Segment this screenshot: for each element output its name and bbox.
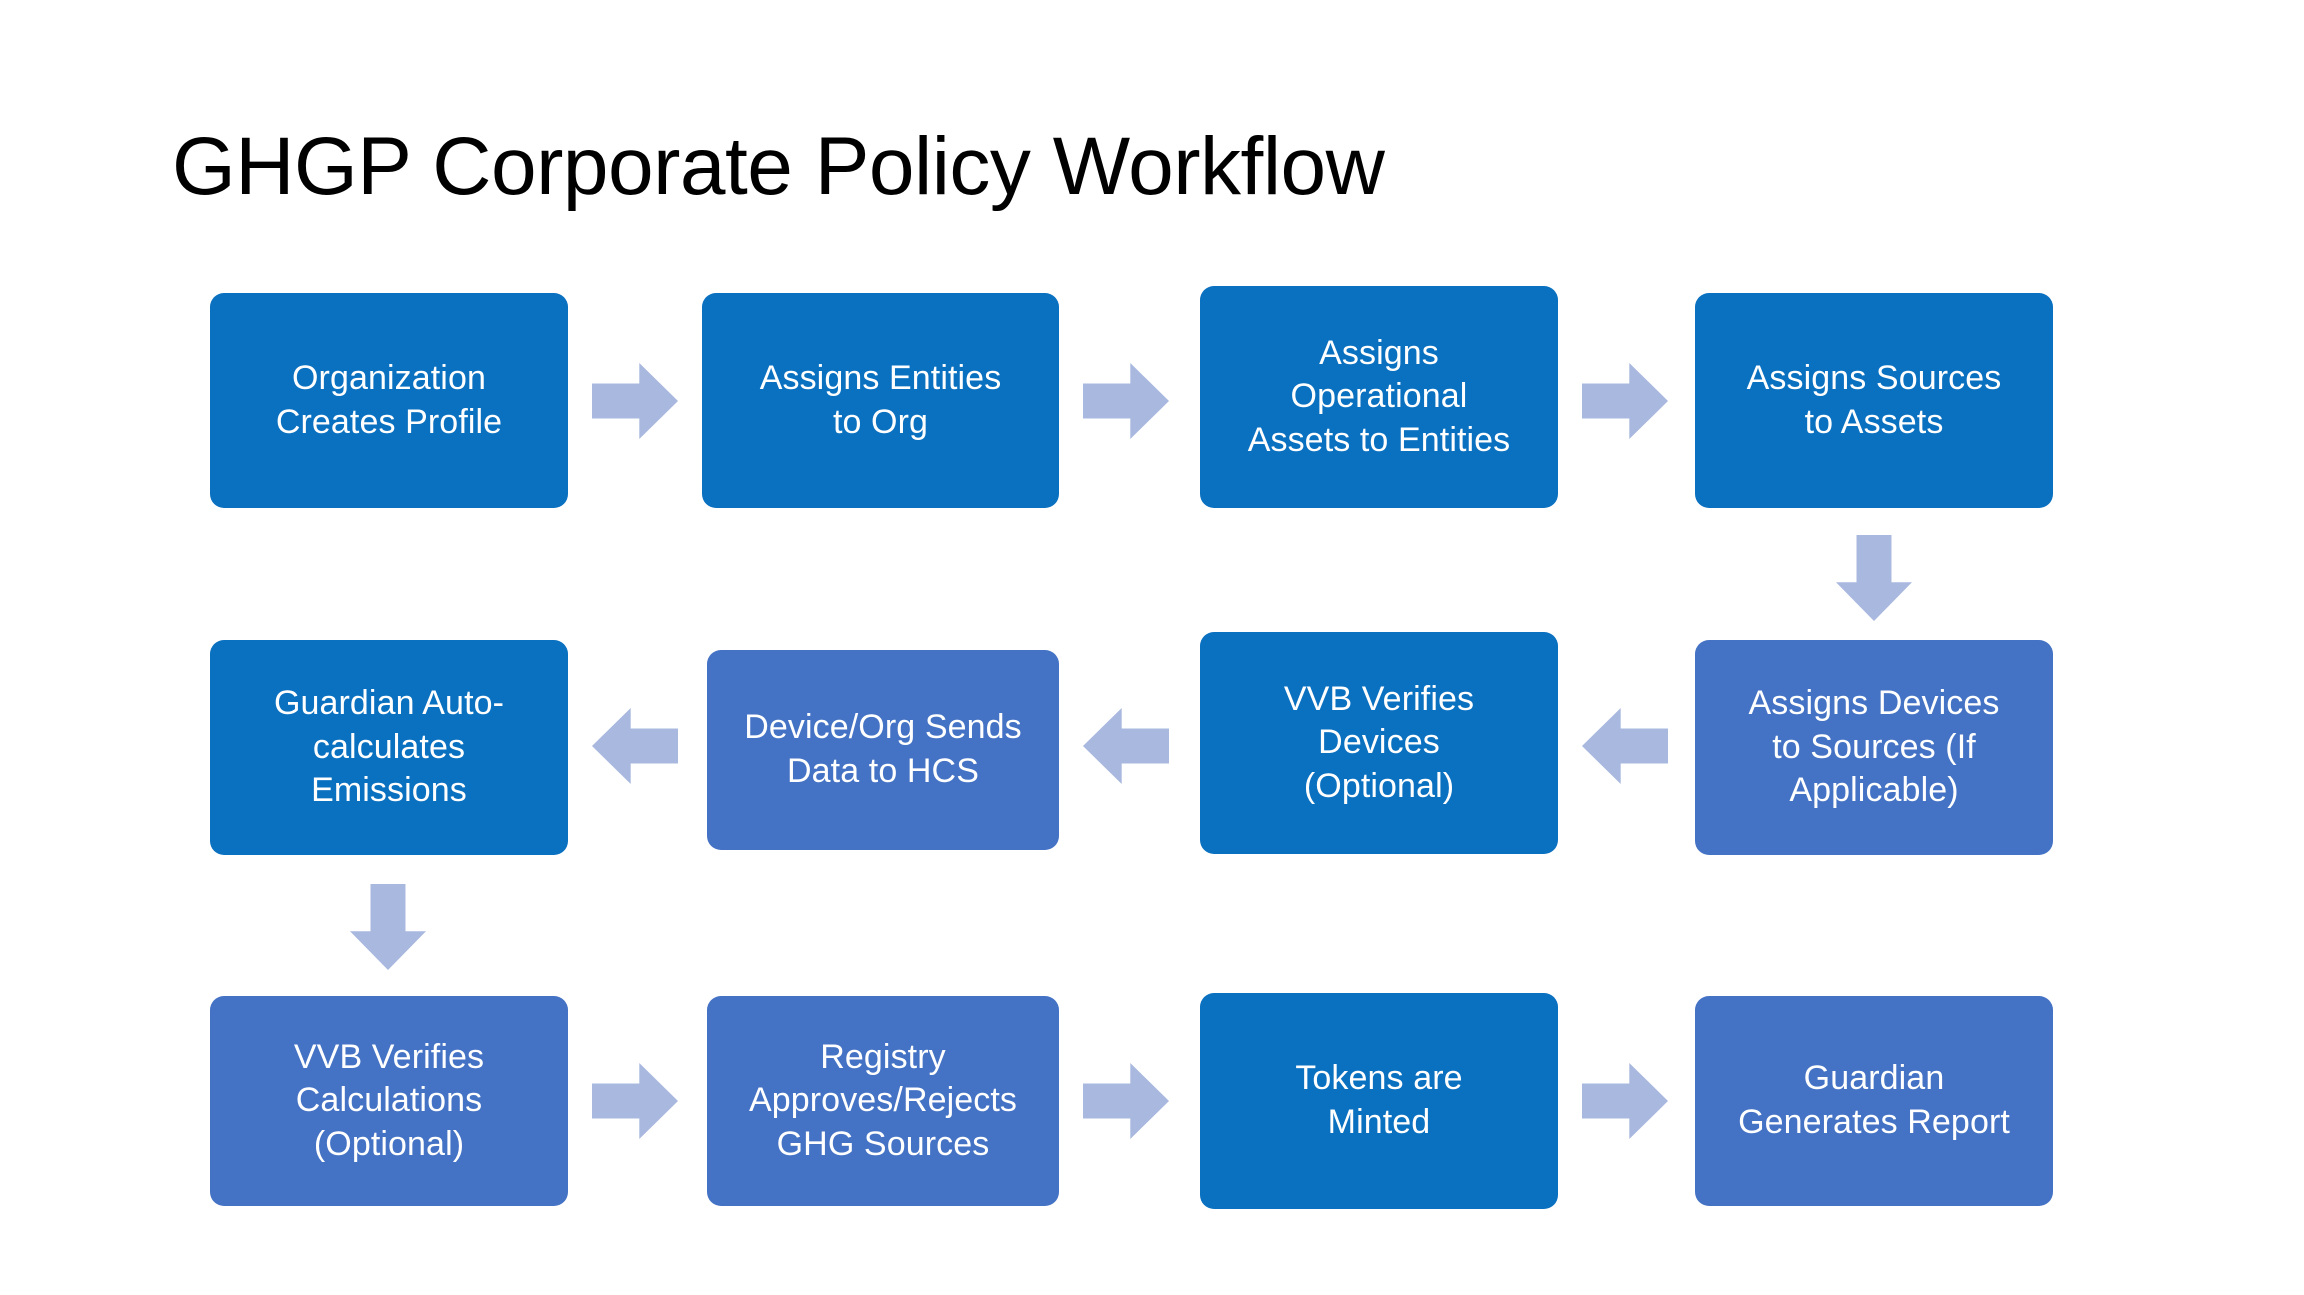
arrow-left-icon xyxy=(592,708,678,784)
arrow-right-icon xyxy=(1083,363,1169,439)
arrow-left-icon xyxy=(1083,708,1169,784)
arrow-right-icon xyxy=(1083,1063,1169,1139)
arrow-right-icon xyxy=(1582,1063,1668,1139)
arrow-down-icon xyxy=(350,884,426,970)
arrow-right-icon xyxy=(1582,363,1668,439)
arrow-right-icon xyxy=(592,363,678,439)
arrow-right-icon xyxy=(592,1063,678,1139)
arrow-left-icon xyxy=(1582,708,1668,784)
arrow-down-icon xyxy=(1836,535,1912,621)
page-title: GHGP Corporate Policy Workflow xyxy=(172,121,1385,212)
